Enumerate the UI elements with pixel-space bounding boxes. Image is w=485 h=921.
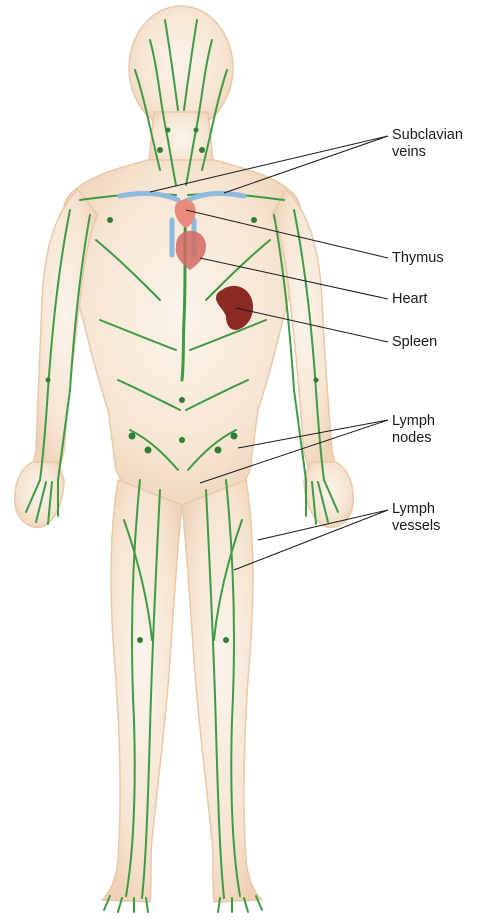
label-subclavian-line1: Subclavian <box>392 127 463 144</box>
label-subclavian-veins: Subclavian veins <box>392 127 463 161</box>
label-lymph-vessels: Lymph vessels <box>392 501 440 535</box>
label-lymph-vessels-line2: vessels <box>392 518 440 535</box>
label-lymph-nodes: Lymph nodes <box>392 413 435 447</box>
label-lymph-nodes-line1: Lymph <box>392 413 435 430</box>
label-spleen: Spleen <box>392 334 437 351</box>
label-lymph-vessels-line1: Lymph <box>392 501 440 518</box>
label-subclavian-line2: veins <box>392 144 463 161</box>
label-thymus: Thymus <box>392 250 444 267</box>
leader-subclavian-right <box>224 136 388 193</box>
label-heart: Heart <box>392 291 427 308</box>
label-lymph-nodes-line2: nodes <box>392 430 435 447</box>
leader-lymph-vessels-lower <box>234 510 388 570</box>
